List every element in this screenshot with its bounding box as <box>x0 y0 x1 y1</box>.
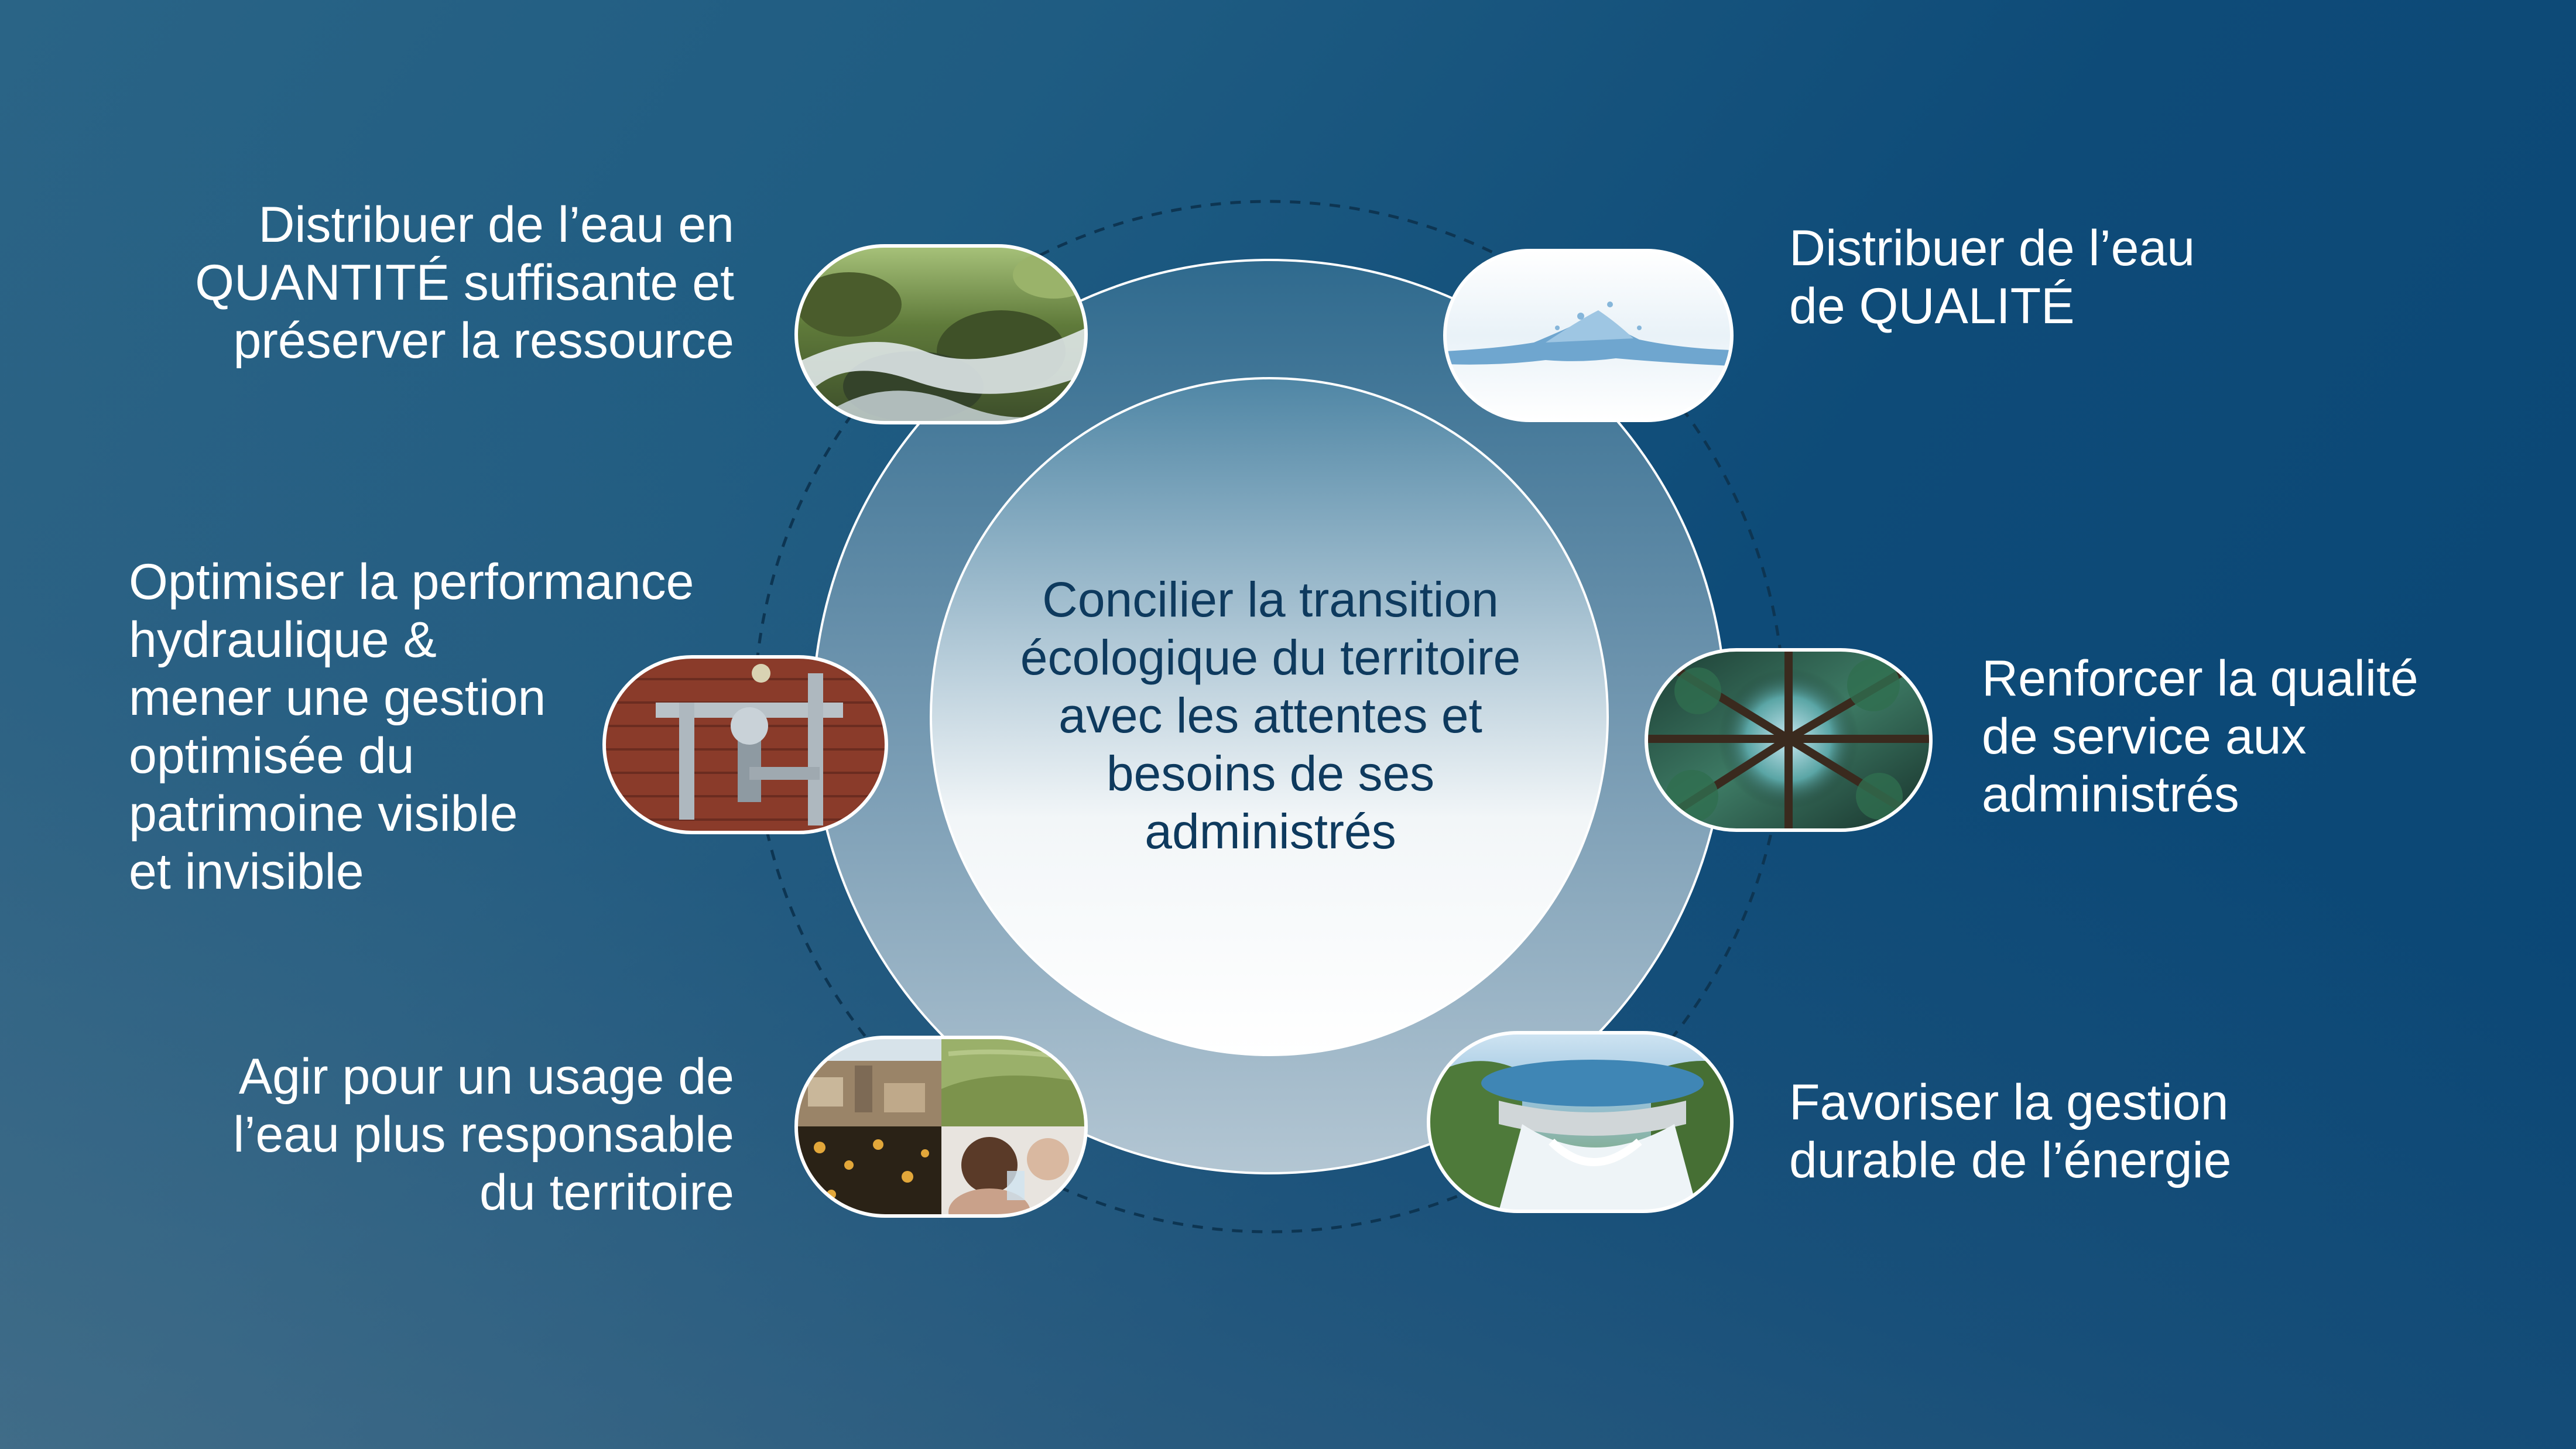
territory-collage-image-border <box>794 1036 1088 1218</box>
label-line: de QUALITÉ <box>1789 278 2075 334</box>
label-service: Renforcer la qualité de service aux admi… <box>1982 650 2419 824</box>
center-circle <box>930 377 1609 1056</box>
water-splash-image-border <box>1443 249 1734 422</box>
label-line: l’eau plus responsable <box>233 1107 734 1163</box>
label-line: mener une gestion <box>129 670 546 726</box>
label-line: hydraulique & <box>129 612 437 668</box>
label-performance: Optimiser la performance hydraulique & m… <box>129 553 694 901</box>
water-splash-image <box>1443 249 1734 422</box>
hydro-dam-image <box>1427 1031 1734 1213</box>
center-line: administrés <box>1145 804 1396 859</box>
label-line: durable de l’énergie <box>1789 1132 2232 1188</box>
label-line: Optimiser la performance <box>129 554 694 610</box>
label-line: optimisée du <box>129 728 415 784</box>
territory-collage-image <box>794 1036 1088 1218</box>
label-energie: Favoriser la gestion durable de l’énergi… <box>1789 1074 2231 1190</box>
label-line: Agir pour un usage de <box>238 1049 734 1105</box>
center-line: besoins de ses <box>1106 746 1435 801</box>
label-usage: Agir pour un usage de l’eau plus respons… <box>233 1048 734 1222</box>
pipes-valves-image <box>602 655 888 834</box>
forest-canopy-image-border <box>1645 648 1933 832</box>
label-qualite: Distribuer de l’eau de QUALITÉ <box>1789 220 2195 335</box>
label-line: Distribuer de l’eau <box>1789 220 2195 276</box>
center-line: écologique du territoire <box>1020 630 1521 685</box>
label-line: administrés <box>1982 766 2239 823</box>
label-line: préserver la ressource <box>233 313 734 369</box>
label-line: du territoire <box>479 1164 734 1221</box>
center-line: avec les attentes et <box>1059 688 1482 743</box>
label-line: patrimoine visible <box>129 786 518 842</box>
label-line: Favoriser la gestion <box>1789 1074 2229 1131</box>
label-line: de service aux <box>1982 708 2307 765</box>
stream-image-border <box>794 244 1088 424</box>
label-line: Renforcer la qualité <box>1982 650 2419 707</box>
center-line: Concilier la transition <box>1042 572 1499 627</box>
label-line: QUANTITÉ suffisante et <box>195 255 734 311</box>
pipes-valves-image-border <box>602 655 888 834</box>
label-line: et invisible <box>129 844 364 900</box>
forest-canopy-image <box>1645 648 1933 832</box>
hydro-dam-image-border <box>1427 1031 1734 1213</box>
stream-image <box>794 244 1088 424</box>
center-statement: Concilier la transition écologique du te… <box>937 571 1604 861</box>
label-quantite: Distribuer de l’eau en QUANTITÉ suffisan… <box>195 196 734 370</box>
label-line: Distribuer de l’eau en <box>258 197 734 253</box>
